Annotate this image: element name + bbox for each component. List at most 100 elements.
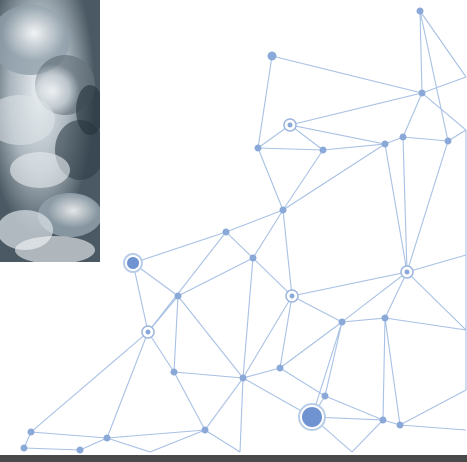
network-edge	[225, 209, 284, 233]
network-node	[416, 7, 424, 15]
network-node	[267, 51, 277, 61]
network-node	[76, 446, 84, 454]
network-edge	[30, 331, 149, 433]
network-edge	[322, 143, 386, 151]
network-edge	[421, 76, 467, 94]
network-edge	[106, 429, 206, 439]
network-node	[379, 416, 387, 424]
network-edge	[291, 271, 408, 297]
network-node	[287, 122, 293, 128]
network-edge	[147, 331, 175, 373]
network-node	[399, 133, 407, 141]
network-node	[279, 206, 287, 214]
network-node	[254, 144, 262, 152]
network-node	[321, 392, 329, 400]
network-node	[201, 426, 209, 434]
network-edges	[23, 10, 467, 453]
network-nodes	[20, 7, 452, 454]
network-edge	[282, 149, 324, 211]
network-edge	[351, 419, 384, 453]
network-node	[27, 428, 35, 436]
network-edge	[406, 271, 467, 331]
network-edge	[149, 429, 206, 453]
network-edge	[384, 143, 408, 273]
satellite-cloud-image	[0, 0, 100, 262]
network-edge	[419, 10, 449, 142]
network-edge	[402, 92, 423, 138]
network-edge	[79, 437, 108, 451]
network-edge	[341, 271, 408, 323]
bottom-bar	[0, 455, 467, 462]
network-edge	[384, 317, 467, 331]
network-edge	[399, 389, 467, 426]
network-edge	[289, 124, 386, 145]
network-node	[276, 364, 284, 372]
network-node	[145, 329, 151, 335]
network-node	[381, 314, 389, 322]
network-node	[249, 254, 257, 262]
network-edge	[402, 136, 408, 273]
network-edge	[421, 92, 467, 131]
network-edge	[419, 10, 467, 78]
network-edge	[289, 92, 423, 126]
network-node	[20, 444, 28, 452]
network-edge	[23, 447, 81, 451]
network-edge	[402, 136, 449, 142]
network-edge	[177, 257, 254, 297]
network-edge	[282, 143, 386, 211]
network-edge	[447, 129, 467, 142]
network-edge	[257, 147, 324, 151]
network-node	[404, 269, 410, 275]
network-node	[381, 140, 389, 148]
network-edge	[257, 147, 284, 211]
network-edge	[279, 367, 326, 397]
network-edge	[341, 317, 386, 323]
network-edge	[147, 231, 227, 333]
network-edge	[289, 124, 324, 151]
network-edge	[271, 55, 423, 94]
network-edge	[324, 395, 384, 421]
network-edge	[242, 257, 254, 379]
network-edge	[239, 377, 244, 453]
network-edge	[30, 431, 108, 439]
network-node-large	[127, 257, 139, 269]
network-edge	[399, 424, 467, 431]
network-edge	[173, 371, 244, 379]
network-edge	[204, 429, 241, 453]
network-edge	[132, 262, 149, 333]
network-edge	[177, 295, 244, 379]
network-edge	[279, 321, 343, 369]
network-node-large	[302, 407, 322, 427]
network-edge	[384, 271, 408, 319]
network-edge	[406, 140, 449, 273]
network-node	[444, 137, 452, 145]
network-edge	[173, 295, 179, 373]
network-node	[289, 293, 295, 299]
network-edge	[282, 209, 293, 297]
network-node	[396, 421, 404, 429]
network-edge	[384, 317, 401, 426]
network-edge	[252, 257, 293, 297]
network-edge	[225, 231, 254, 259]
network-edge	[311, 321, 343, 418]
network-edge	[252, 209, 284, 259]
network-edge	[106, 437, 151, 453]
network-edge	[406, 254, 467, 273]
network-edge	[291, 295, 343, 323]
network-edge	[242, 367, 281, 379]
network-node	[239, 374, 247, 382]
network-edge	[382, 317, 386, 421]
network-edge	[204, 377, 244, 431]
network-node	[338, 318, 346, 326]
network-edge	[132, 231, 227, 264]
network-edge	[242, 295, 293, 379]
network-edge	[279, 295, 293, 369]
network-node	[319, 146, 327, 154]
network-edge	[324, 321, 343, 397]
network-edge	[419, 10, 423, 94]
network-edge	[257, 55, 273, 149]
network-node	[174, 292, 182, 300]
network-edge	[106, 331, 149, 439]
